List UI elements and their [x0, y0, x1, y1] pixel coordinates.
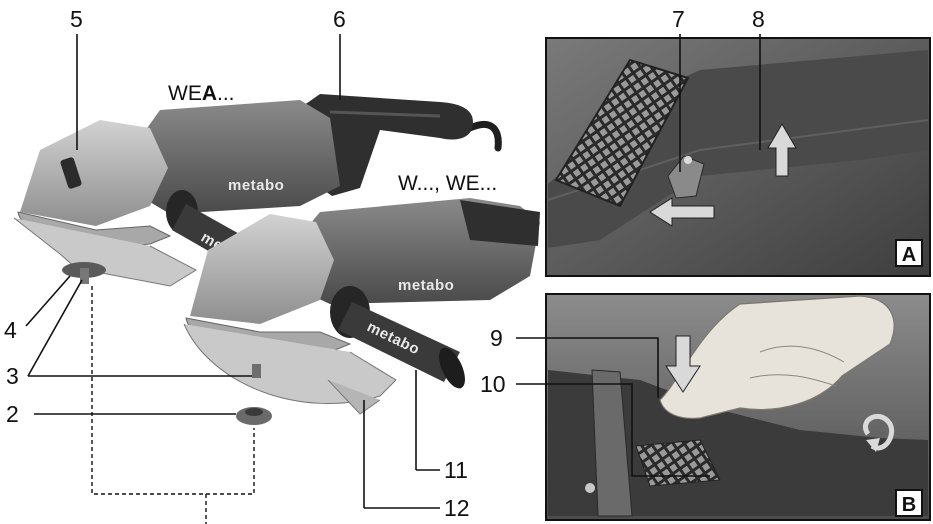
front-gear-head — [190, 214, 334, 324]
callout-3: 3 — [6, 363, 19, 389]
panel-a-label: A — [902, 244, 916, 266]
grinder-wea: metabo metabo — [13, 94, 502, 287]
switch-lever — [667, 155, 705, 199]
rear-power-cable — [466, 120, 502, 152]
callout-9: 9 — [490, 325, 503, 351]
rear-motor-housing — [140, 100, 340, 214]
callout-11: 11 — [444, 457, 468, 483]
panel-b-vent-grille — [635, 439, 721, 487]
detail-panel-b: B — [516, 293, 931, 521]
rotate-lock-icon — [863, 413, 894, 451]
model-label-w-we: W..., WE... — [398, 172, 497, 195]
grinder-w-we: metabo metabo — [183, 198, 599, 415]
rear-spindle — [80, 268, 89, 284]
callout-7: 7 — [672, 6, 685, 32]
callout-10: 10 — [480, 371, 506, 397]
callout-2: 2 — [6, 401, 19, 427]
callout-4: 4 — [4, 317, 17, 343]
front-spindle — [252, 364, 261, 378]
hand — [659, 295, 895, 419]
panel-a-vent-grille — [554, 58, 690, 208]
leader-lines — [25, 34, 440, 524]
rear-gear-head — [20, 120, 168, 226]
front-side-handle: metabo — [330, 286, 465, 389]
model-label-wea: WEA... — [168, 82, 235, 105]
arrow-press-down-icon — [665, 335, 701, 393]
front-brand-logo: metabo — [398, 277, 454, 294]
rear-handle — [300, 94, 473, 196]
callout-6: 6 — [333, 6, 346, 32]
rear-brand-logo: metabo — [228, 177, 284, 194]
spindle-lock-button — [60, 157, 82, 189]
arrow-push-left-icon — [649, 197, 715, 227]
clamping-nut — [236, 407, 272, 425]
callout-numbers: 5 6 4 3 2 11 12 7 8 9 10 — [4, 6, 765, 521]
detail-panel-a: A — [545, 34, 931, 277]
callout-5: 5 — [70, 6, 83, 32]
callout-12: 12 — [444, 495, 470, 521]
panel-b-label: B — [902, 494, 916, 516]
callout-8: 8 — [752, 6, 765, 32]
arrow-slide-up-icon — [767, 123, 797, 177]
